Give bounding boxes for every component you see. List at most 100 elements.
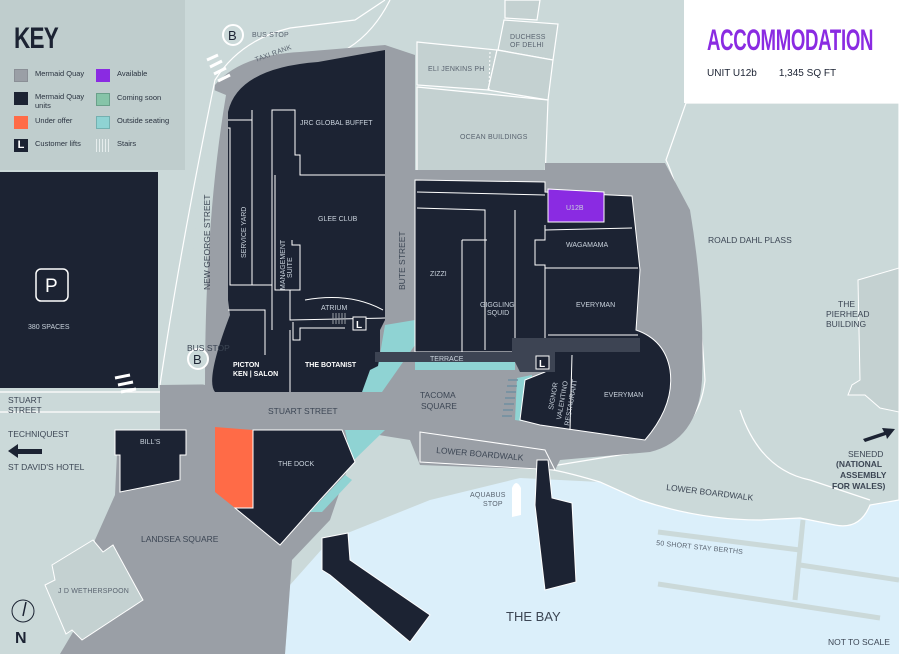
svg-text:L: L — [539, 359, 545, 370]
lift-icon: L — [352, 316, 367, 331]
accommodation-title: ACCOMMODATION — [707, 24, 874, 57]
label-atrium: ATRIUM — [321, 305, 347, 312]
label-senedd: FOR WALES) — [832, 481, 886, 491]
pierhead-building — [847, 267, 899, 413]
label-everyman: EVERYMAN — [576, 302, 615, 309]
label-duchess-of-delhi: OF DELHI — [510, 42, 544, 49]
label-the-botanist: THE BOTANIST — [305, 362, 357, 369]
stairs-icon — [502, 379, 518, 417]
label-bus-stop-left: BUS STOP — [187, 343, 230, 353]
arrow-left-icon — [8, 444, 42, 458]
label-tacoma-square: SQUARE — [421, 401, 457, 411]
terrace — [375, 338, 640, 372]
svg-text:B: B — [193, 352, 202, 367]
key-label: Available — [117, 69, 148, 78]
parking-spaces-label: 380 SPACES — [28, 324, 70, 331]
label-management-suite: MANAGEMENT — [280, 239, 287, 290]
svg-text:P: P — [45, 276, 58, 297]
ne-buildings — [416, 0, 559, 181]
unit-u12b-available[interactable] — [547, 188, 605, 223]
label-stuart-street-left: STUART — [8, 395, 42, 405]
zebra-crossing — [114, 53, 231, 394]
key-label: Outside seating — [117, 116, 170, 125]
jd-wetherspoon-building — [44, 539, 144, 641]
label-giggling-squid: GIGGLING — [480, 302, 515, 309]
label-eli-jenkins: ELI JENKINS PH — [428, 66, 484, 73]
label-senedd: ASSEMBLY — [840, 470, 887, 480]
key-label: Coming soon — [117, 93, 162, 102]
unit-dividers-east — [416, 191, 638, 431]
stairs-icon — [96, 139, 110, 152]
label-signor-valentino: SIGNOR — [548, 382, 560, 410]
label-duchess-of-delhi: DUCHESS — [510, 34, 546, 41]
label-not-to-scale: NOT TO SCALE — [828, 637, 890, 647]
key-item-outside-seating: Outside seating — [96, 116, 169, 129]
stairs-icon — [332, 313, 346, 324]
unit-under-offer[interactable] — [215, 427, 253, 508]
key-item-units: Mermaid Quay units — [14, 92, 94, 110]
right-land-edge — [739, 409, 871, 501]
label-senedd: (NATIONAL — [836, 459, 882, 469]
short-stay-berths — [657, 519, 899, 621]
label-u12b[interactable]: U12B — [566, 205, 584, 212]
label-the-dock: THE DOCK — [278, 461, 315, 468]
swatch — [14, 92, 28, 105]
label-wagamama: WAGAMAMA — [566, 242, 608, 249]
accommodation-details: UNIT U12b 1,345 SQ FT — [707, 68, 858, 79]
unit-number: UNIT U12b — [707, 68, 757, 79]
swatch — [96, 93, 110, 106]
key-item-coming-soon: Coming soon — [96, 93, 161, 106]
unit-block-west — [212, 50, 385, 392]
label-landsea-square: LANDSEA SQUARE — [141, 534, 219, 544]
label-st-davids-hotel: ST DAVID'S HOTEL — [8, 462, 85, 472]
label-management-suite: SUITE — [287, 257, 294, 278]
lower-boardwalk — [419, 431, 556, 471]
label-bills: BILL'S — [140, 439, 161, 446]
arrow-northeast-icon — [863, 428, 895, 442]
label-techniquest: TECHNIQUEST — [8, 429, 69, 439]
svg-text:B: B — [228, 28, 237, 43]
label-pierhead: THE — [838, 299, 855, 309]
unit-area: 1,345 SQ FT — [778, 68, 837, 79]
key-label: Customer lifts — [35, 139, 81, 148]
svg-text:L: L — [356, 320, 362, 331]
key-label: Mermaid Quay units — [35, 92, 85, 110]
swatch — [14, 69, 28, 82]
svg-text:N: N — [15, 630, 27, 647]
label-pierhead: BUILDING — [826, 319, 866, 329]
lift-icon: L — [535, 355, 550, 370]
key-label: Stairs — [117, 139, 137, 148]
key-label: Under offer — [35, 116, 73, 125]
lift-icon: L — [14, 139, 28, 152]
key-label: Mermaid Quay — [35, 69, 85, 78]
label-terrace: TERRACE — [430, 356, 464, 363]
car-park — [0, 172, 158, 388]
key-item-available: Available — [96, 69, 147, 82]
label-picton: KEN | SALON — [233, 371, 278, 378]
label-service-yard: SERVICE YARD — [241, 207, 248, 258]
label-aquabus-stop: AQUABUS — [470, 492, 506, 499]
unit-the-dock — [233, 429, 356, 546]
label-stuart-street-left: STREET — [8, 405, 42, 415]
label-bus-stop: BUS STOP — [252, 32, 289, 39]
unit-bills — [114, 429, 187, 493]
label-pierhead: PIERHEAD — [826, 309, 869, 319]
label-jd-wetherspoon: J D WETHERSPOON — [58, 588, 129, 595]
key-item-customer-lifts: L Customer lifts — [14, 139, 81, 152]
label-tacoma-square: TACOMA — [420, 390, 456, 400]
unit-block-east — [414, 179, 672, 441]
swatch — [96, 69, 110, 82]
map-key: KEY Mermaid Quay Mermaid Quay units Unde… — [0, 0, 185, 170]
accommodation-panel: ACCOMMODATION UNIT U12b 1,345 SQ FT — [684, 0, 899, 103]
pier-south — [534, 459, 577, 591]
north-compass-icon: N — [11, 599, 35, 647]
aquabus-boat — [512, 483, 521, 517]
label-stuart-street: STUART STREET — [268, 406, 338, 416]
label-picton: PICTON — [233, 362, 259, 369]
label-bute-street: BUTE STREET — [397, 231, 407, 290]
key-item-under-offer: Under offer — [14, 116, 72, 129]
stuart-street-band — [160, 380, 530, 435]
label-senedd: SENEDD — [848, 449, 883, 459]
label-ocean-buildings: OCEAN BUILDINGS — [460, 134, 528, 141]
